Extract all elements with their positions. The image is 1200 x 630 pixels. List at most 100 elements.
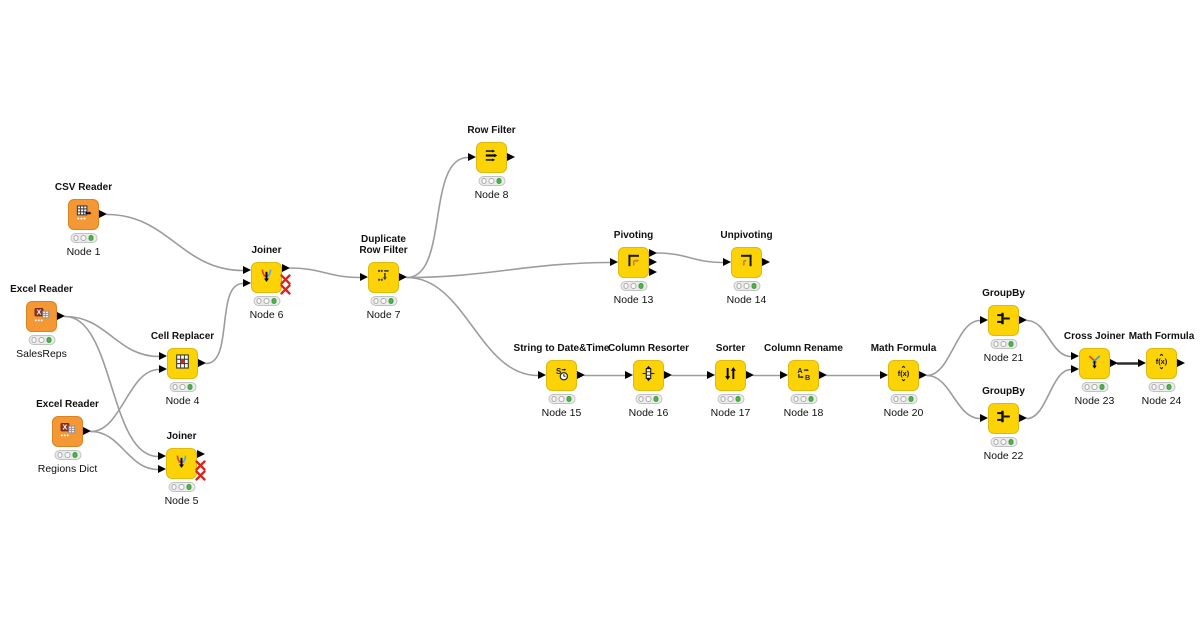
connection-wire[interactable] bbox=[656, 252, 724, 264]
node-caption[interactable]: Node 18 bbox=[783, 407, 824, 419]
connection-wire[interactable] bbox=[1026, 368, 1072, 420]
node-caption[interactable]: Node 14 bbox=[726, 294, 767, 306]
node-caption[interactable]: Node 15 bbox=[541, 407, 582, 419]
input-port[interactable] bbox=[158, 352, 167, 360]
input-port[interactable] bbox=[979, 414, 988, 422]
node-node16[interactable]: Column Resorter Node 16 bbox=[608, 343, 689, 419]
node-caption[interactable]: Node 17 bbox=[710, 407, 751, 419]
node-body[interactable] bbox=[715, 360, 746, 391]
node-caption[interactable]: Node 4 bbox=[165, 395, 200, 407]
node-body[interactable]: S bbox=[546, 360, 577, 391]
node-caption[interactable]: Node 7 bbox=[366, 309, 401, 321]
node-body[interactable]: A B bbox=[788, 360, 819, 391]
connection-wire[interactable] bbox=[90, 430, 159, 471]
input-port[interactable] bbox=[1070, 352, 1079, 360]
connection-wire[interactable] bbox=[289, 267, 361, 279]
node-node24[interactable]: Math Formula f(x) Node 24 bbox=[1129, 331, 1195, 407]
node-node13[interactable]: Pivoting Node 13 bbox=[609, 230, 657, 306]
node-node7[interactable]: Duplicate Row Filter Node 7 bbox=[359, 234, 407, 322]
node-caption[interactable]: Node 20 bbox=[883, 407, 924, 419]
node-caption[interactable]: Node 1 bbox=[66, 246, 101, 258]
node-salesreps[interactable]: Excel Reader X SalesReps bbox=[10, 284, 73, 360]
node-node14[interactable]: Unpivoting Node 14 bbox=[720, 230, 772, 306]
node-body[interactable] bbox=[1079, 348, 1110, 379]
output-port[interactable] bbox=[648, 248, 657, 257]
node-caption[interactable]: Node 21 bbox=[983, 352, 1024, 364]
input-port[interactable] bbox=[242, 266, 251, 274]
connection-wire[interactable] bbox=[406, 156, 469, 279]
connection-wire[interactable] bbox=[926, 319, 981, 377]
output-port[interactable] bbox=[1109, 359, 1118, 367]
node-body[interactable] bbox=[251, 262, 282, 293]
connection-wire[interactable] bbox=[90, 368, 160, 433]
node-node20[interactable]: Math Formula f(x) Node 20 bbox=[871, 343, 937, 419]
connection-wire[interactable] bbox=[926, 374, 981, 420]
input-port[interactable] bbox=[537, 371, 546, 379]
node-caption[interactable]: Node 8 bbox=[474, 189, 509, 201]
connection-wire[interactable] bbox=[64, 315, 159, 458]
node-body[interactable] bbox=[68, 199, 99, 230]
node-caption[interactable]: Node 24 bbox=[1141, 395, 1182, 407]
output-port[interactable] bbox=[82, 427, 91, 435]
node-node6[interactable]: Joiner Node 6 bbox=[242, 245, 291, 321]
input-port[interactable] bbox=[158, 365, 167, 373]
node-caption[interactable]: Regions Dict bbox=[37, 463, 98, 475]
connection-wire[interactable] bbox=[406, 261, 611, 279]
node-body[interactable] bbox=[476, 142, 507, 173]
node-body[interactable] bbox=[618, 247, 649, 278]
output-port[interactable] bbox=[1176, 359, 1185, 367]
node-node23[interactable]: Cross Joiner Node 23 bbox=[1064, 331, 1125, 407]
connection-wire[interactable] bbox=[64, 315, 160, 358]
output-port[interactable] bbox=[398, 273, 407, 281]
output-port[interactable] bbox=[1018, 414, 1027, 422]
node-node18[interactable]: Column Rename A B Node 18 bbox=[764, 343, 843, 419]
node-caption[interactable]: Node 13 bbox=[613, 294, 654, 306]
node-body[interactable] bbox=[166, 448, 197, 479]
output-port[interactable] bbox=[197, 359, 206, 367]
output-port[interactable] bbox=[576, 371, 585, 379]
output-port[interactable] bbox=[818, 371, 827, 379]
output-port[interactable] bbox=[918, 371, 927, 379]
node-caption[interactable]: Node 23 bbox=[1074, 395, 1115, 407]
input-port[interactable] bbox=[722, 258, 731, 266]
input-port[interactable] bbox=[609, 258, 618, 266]
output-port[interactable] bbox=[761, 258, 770, 266]
node-node8[interactable]: Row Filter Node 8 bbox=[467, 125, 515, 201]
node-node17[interactable]: Sorter Node 17 bbox=[706, 343, 754, 419]
node-body[interactable] bbox=[731, 247, 762, 278]
output-port[interactable] bbox=[98, 210, 107, 218]
node-node22[interactable]: GroupBy Node 22 bbox=[979, 386, 1027, 462]
input-port[interactable] bbox=[1137, 359, 1146, 367]
node-body[interactable] bbox=[988, 403, 1019, 434]
input-port[interactable] bbox=[624, 371, 633, 379]
node-regionsdict[interactable]: Excel Reader X Regions Dict bbox=[36, 399, 99, 475]
node-caption[interactable]: Node 22 bbox=[983, 450, 1024, 462]
input-port[interactable] bbox=[359, 273, 368, 281]
connection-wire[interactable] bbox=[205, 282, 244, 365]
input-port[interactable] bbox=[467, 153, 476, 161]
node-body[interactable] bbox=[167, 348, 198, 379]
node-body[interactable] bbox=[988, 305, 1019, 336]
output-port[interactable] bbox=[663, 371, 672, 379]
node-body[interactable]: X bbox=[26, 301, 57, 332]
node-body[interactable]: f(x) bbox=[1146, 348, 1177, 379]
output-port[interactable] bbox=[648, 258, 657, 266]
output-port[interactable] bbox=[745, 371, 754, 379]
connection-wire[interactable] bbox=[406, 276, 539, 377]
input-port[interactable] bbox=[242, 279, 251, 287]
output-port[interactable] bbox=[196, 449, 205, 458]
node-caption[interactable]: SalesReps bbox=[16, 348, 67, 360]
node-node4[interactable]: Cell Replacer Node 4 bbox=[151, 331, 214, 407]
node-node5[interactable]: Joiner Node 5 bbox=[157, 431, 206, 507]
input-port[interactable] bbox=[879, 371, 888, 379]
input-port[interactable] bbox=[1070, 365, 1079, 373]
node-body[interactable] bbox=[633, 360, 664, 391]
output-port[interactable] bbox=[1018, 316, 1027, 324]
output-port[interactable] bbox=[506, 153, 515, 161]
input-port[interactable] bbox=[979, 316, 988, 324]
node-caption[interactable]: Node 6 bbox=[249, 309, 284, 321]
output-port[interactable] bbox=[281, 263, 290, 272]
output-port[interactable] bbox=[56, 312, 65, 320]
input-port[interactable] bbox=[706, 371, 715, 379]
